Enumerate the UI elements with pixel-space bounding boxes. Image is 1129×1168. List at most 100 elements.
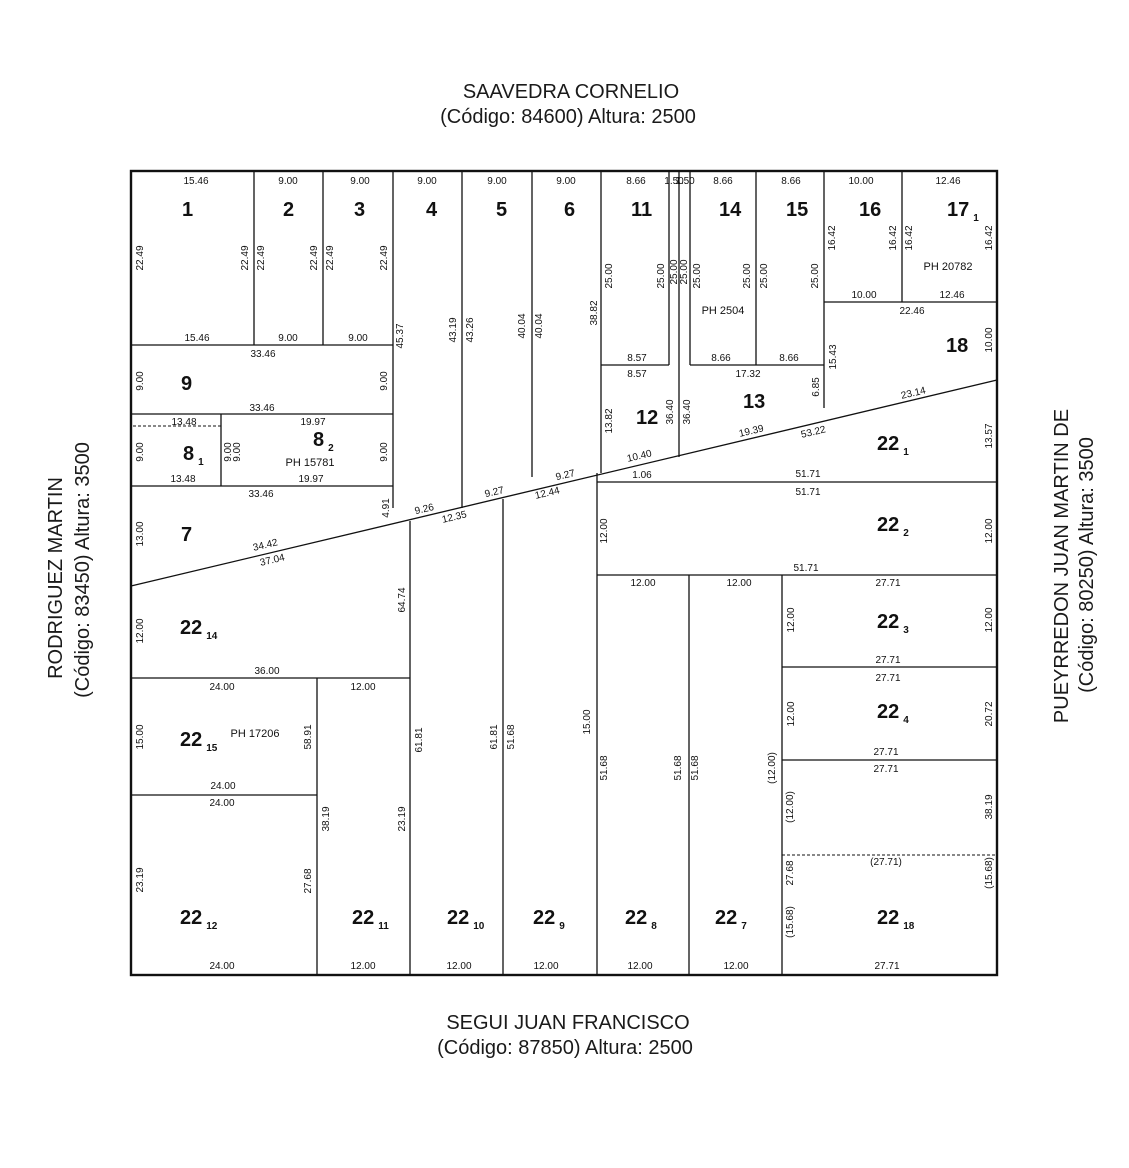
dimension-label: 13.00 [135, 521, 146, 546]
dimension-label: 33.46 [250, 349, 275, 360]
dimension-label: 16.42 [984, 225, 995, 250]
dimension-label: 61.81 [489, 724, 500, 749]
dimension-label: 9.00 [379, 371, 390, 391]
dimension-label: 22.49 [325, 245, 336, 270]
dimension-label: 36.40 [665, 399, 676, 424]
dimension-label: 12.00 [350, 682, 375, 693]
dimension-label: 15.00 [135, 724, 146, 749]
lot-label-12: 12 [636, 407, 658, 429]
dimension-label: 33.46 [248, 489, 273, 500]
dimension-label: 51.68 [506, 724, 517, 749]
dimension-label: 9.00 [278, 176, 298, 187]
dimension-label: 6.85 [811, 377, 822, 397]
dimension-label: 43.26 [465, 317, 476, 342]
ph-label: PH 17206 [231, 728, 280, 740]
dimension-label: 33.46 [249, 403, 274, 414]
dimension-label: 25.00 [679, 259, 690, 284]
dimension-label: 16.42 [888, 225, 899, 250]
dimension-label: 9.00 [232, 442, 243, 462]
dimension-label: 22.49 [309, 245, 320, 270]
dimension-label: 1.50 [675, 176, 695, 187]
dimension-label: 27.71 [874, 961, 899, 972]
dimension-label: 10.00 [848, 176, 873, 187]
dimension-label: 9.00 [223, 442, 234, 462]
dimension-label: 25.00 [692, 263, 703, 288]
lot-label-9: 9 [181, 373, 192, 395]
dimension-label: 27.71 [875, 655, 900, 666]
lot-label-7: 7 [181, 524, 192, 546]
dimension-label: 9.00 [135, 371, 146, 391]
dimension-label: 8.57 [627, 353, 647, 364]
dimension-label: 13.48 [171, 417, 196, 428]
dimension-label: 12.00 [984, 518, 995, 543]
dimension-label: 15.46 [183, 176, 208, 187]
dimension-label: (12.00) [785, 791, 796, 823]
dimension-label: 9.00 [135, 442, 146, 462]
dimension-label: 38.19 [984, 794, 995, 819]
dimension-label: 13.48 [170, 474, 195, 485]
lot-boundaries [130, 172, 998, 975]
lot-label-5: 5 [496, 199, 507, 221]
dimension-label: 12.00 [786, 701, 797, 726]
dimension-label: 38.82 [589, 300, 600, 325]
dimension-label: 12.00 [135, 618, 146, 643]
dimension-label: 9.27 [484, 485, 506, 500]
dimension-label: 22.46 [899, 306, 924, 317]
dimension-label: 12.00 [723, 961, 748, 972]
dimension-label: 24.00 [209, 961, 234, 972]
dimension-label: 9.00 [379, 442, 390, 462]
dimension-label: 38.19 [321, 806, 332, 831]
lot-label-3: 3 [354, 199, 365, 221]
dimension-label: 12.44 [534, 485, 561, 501]
east-street-name: PUEYRREDON JUAN MARTIN DE [1051, 409, 1073, 723]
dimension-label: 45.37 [395, 323, 406, 348]
dimension-label: 15.00 [582, 709, 593, 734]
dimension-label: 25.00 [604, 263, 615, 288]
dimension-label: 22.49 [135, 245, 146, 270]
dimension-label: 16.42 [904, 225, 915, 250]
dimension-label: 25.00 [669, 259, 680, 284]
lot-label-4: 4 [426, 199, 438, 221]
dimension-label: 9.00 [417, 176, 437, 187]
dimension-label: 10.00 [851, 290, 876, 301]
dimension-label: 15.43 [828, 344, 839, 369]
dimension-label: 36.00 [254, 666, 279, 677]
dimension-label: 40.04 [517, 313, 528, 338]
dimension-label: 1.50 [664, 176, 684, 187]
dimension-label: 24.00 [210, 781, 235, 792]
dimension-label: 22.49 [379, 245, 390, 270]
dimension-label: 19.97 [300, 417, 325, 428]
dimension-label: 24.00 [209, 682, 234, 693]
dimension-label: 25.00 [742, 263, 753, 288]
dimension-label: 51.68 [690, 755, 701, 780]
dimension-label: 51.71 [795, 487, 820, 498]
dimension-label: 13.57 [984, 423, 995, 448]
dimension-label: 9.00 [350, 176, 370, 187]
dimension-label: 12.46 [935, 176, 960, 187]
dimension-label: 19.39 [738, 423, 765, 439]
dimension-label: 25.00 [656, 263, 667, 288]
dimension-label: 8.66 [781, 176, 801, 187]
dimension-label: (15.68) [984, 857, 995, 889]
dimension-label: 16.42 [827, 225, 838, 250]
dimension-label: 27.71 [873, 764, 898, 775]
lot-label-2: 2 [283, 199, 294, 221]
south-street-info: (Código: 87850) Altura: 2500 [437, 1037, 693, 1059]
dimension-label: 64.74 [397, 587, 408, 612]
lot-label-1: 1 [182, 199, 193, 221]
dimension-label: 27.71 [875, 578, 900, 589]
dimension-label: 19.97 [298, 474, 323, 485]
north-street-name: SAAVEDRA CORNELIO [463, 81, 679, 103]
dimension-label: 27.71 [875, 673, 900, 684]
dimension-label: 22.49 [240, 245, 251, 270]
